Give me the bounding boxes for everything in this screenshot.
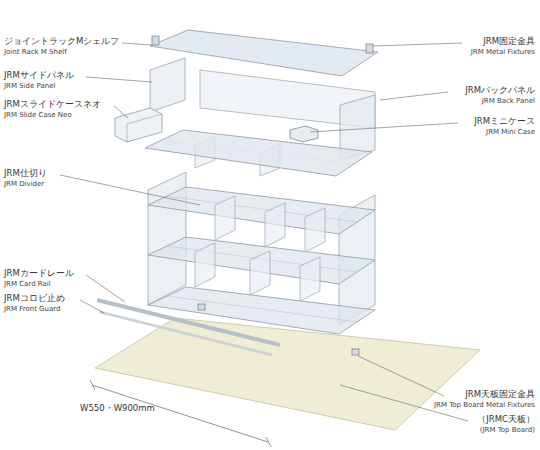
part-name-english: (JRM Top Board) xyxy=(480,426,535,434)
part-name: JRM天板固定金具 xyxy=(465,390,535,400)
mini-case xyxy=(290,126,318,142)
part-name: JRMコロビ止め xyxy=(4,294,65,304)
part-name: JRM仕切り xyxy=(4,169,47,179)
front-guard xyxy=(100,312,272,355)
metal-fixture xyxy=(152,36,373,355)
part-name-english: JRM Front Guard xyxy=(4,305,60,313)
part-name: JRMミニケース xyxy=(474,117,535,127)
part-name-english: JRM Metal Fixtures xyxy=(471,48,535,56)
part-name: ジョイントラックMシェルフ xyxy=(4,37,119,47)
leader-line xyxy=(60,43,468,421)
side-panel xyxy=(150,58,185,112)
part-name: （JRMC天板） xyxy=(477,415,535,425)
part-name: W550・W900mm xyxy=(80,404,155,414)
part-name: JRMカードレール xyxy=(4,269,74,279)
dimension-line xyxy=(90,380,271,447)
part-name: JRMバックパネル xyxy=(465,86,535,96)
part-name-english: JRM Mini Case xyxy=(486,128,535,136)
part-name-english: JRM Slide Case Neo xyxy=(4,111,72,119)
shelf xyxy=(150,30,378,76)
part-name-english: Joint Rack M Shelf xyxy=(4,48,67,56)
top-board xyxy=(95,318,480,430)
part-name-english: JRM Top Board Metal Fixtures xyxy=(434,401,535,409)
part-name-english: JRM Side Panel xyxy=(4,82,55,90)
part-name: JRMサイドパネル xyxy=(4,71,74,81)
part-name: JRMスライドケースネオ xyxy=(4,100,101,110)
card-rail xyxy=(97,300,280,345)
part-name: JRM固定金具 xyxy=(483,37,535,47)
shelf xyxy=(148,187,375,334)
shelf xyxy=(145,130,372,176)
part-name-english: JRM Divider xyxy=(4,180,44,188)
part-name-english: JRM Back Panel xyxy=(482,97,535,105)
part-name-english: JRM Card Rail xyxy=(4,280,51,288)
